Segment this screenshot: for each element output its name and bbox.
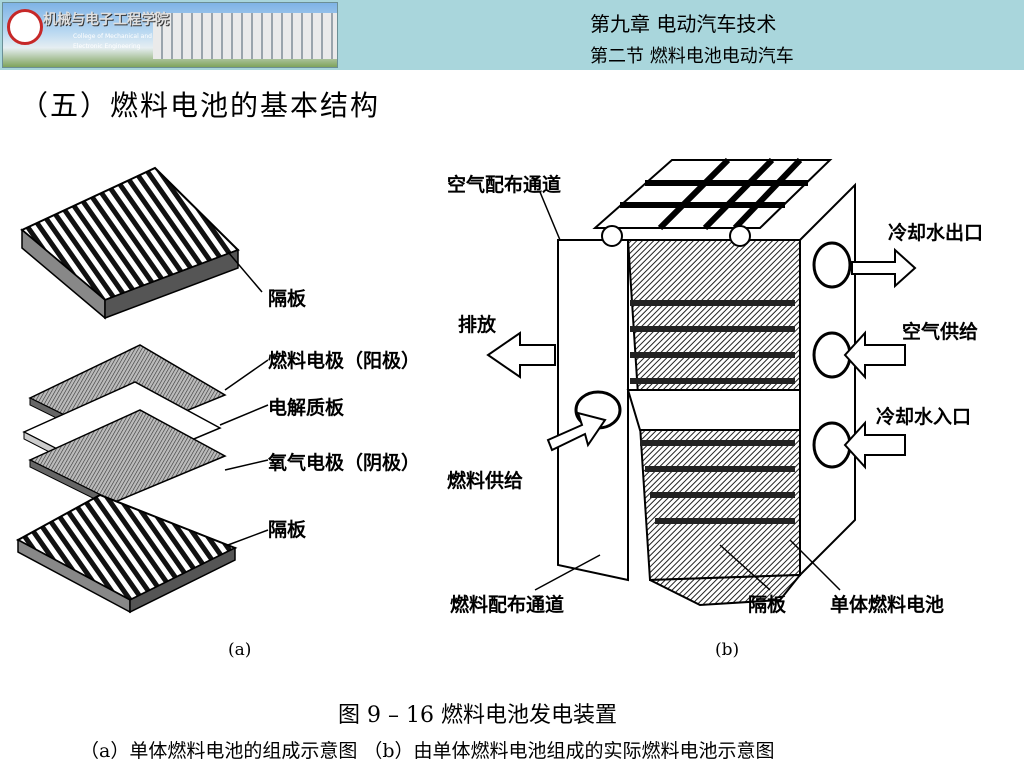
- label-fuel-supply: 燃料供给: [447, 470, 524, 492]
- label-fuel-channel: 燃料配布通道: [450, 594, 565, 616]
- fuel-supply-arrow: [546, 411, 607, 452]
- college-logo-banner: 机械与电子工程学院 College of Mechanical and Elec…: [2, 2, 338, 68]
- label-separator-b: 隔板: [748, 594, 787, 616]
- section-title: 第二节 燃料电池电动汽车: [590, 46, 794, 67]
- figure-caption: （a）单体燃料电池的组成示意图 （b）由单体燃料电池组成的实际燃料电池示意图: [80, 740, 775, 762]
- sublabel-a: (a): [228, 640, 252, 660]
- label-electrolyte: 电解质板: [268, 397, 345, 419]
- figure-title: 图 9 – 16 燃料电池发电装置: [338, 703, 617, 728]
- separator-plate-bottom: [15, 493, 238, 614]
- leader-lines-b: [534, 191, 841, 591]
- chapter-title: 第九章 电动汽车技术: [590, 12, 777, 36]
- slide-title: （五）燃料电池的基本结构: [20, 89, 381, 122]
- campus-building-image: [153, 13, 337, 59]
- label-cathode: 氧气电极（阴极）: [268, 452, 421, 474]
- label-separator-top: 隔板: [268, 288, 307, 310]
- college-name-en-1: College of Mechanical and: [73, 33, 152, 40]
- coolant-in-arrow: [843, 420, 906, 470]
- label-exhaust: 排放: [458, 314, 497, 336]
- fuel-cell-stack: [557, 157, 856, 607]
- label-separator-bottom: 隔板: [268, 519, 307, 541]
- flow-arrows: [486, 247, 917, 470]
- cathode-layer: [28, 409, 227, 510]
- separator-plate-top: [20, 166, 240, 320]
- coolant-out-arrow: [851, 247, 917, 289]
- label-anode: 燃料电极（阳极）: [268, 350, 421, 372]
- air-supply-arrow: [843, 330, 906, 380]
- sublabel-b: (b): [715, 640, 740, 660]
- header-bar: 机械与电子工程学院 College of Mechanical and Elec…: [0, 0, 1024, 70]
- label-air-channel: 空气配布通道: [447, 174, 562, 196]
- label-coolant-out: 冷却水出口: [888, 222, 984, 244]
- label-coolant-in: 冷却水入口: [876, 406, 972, 428]
- exhaust-arrow: [486, 331, 556, 379]
- leader-lines-a: [219, 251, 269, 546]
- college-name: 机械与电子工程学院: [43, 12, 169, 28]
- label-air-supply: 空气供给: [902, 321, 979, 343]
- college-seal-icon: [7, 9, 43, 45]
- college-name-en-2: Electronic Engineering: [73, 43, 141, 50]
- label-single-cell: 单体燃料电池: [830, 594, 945, 616]
